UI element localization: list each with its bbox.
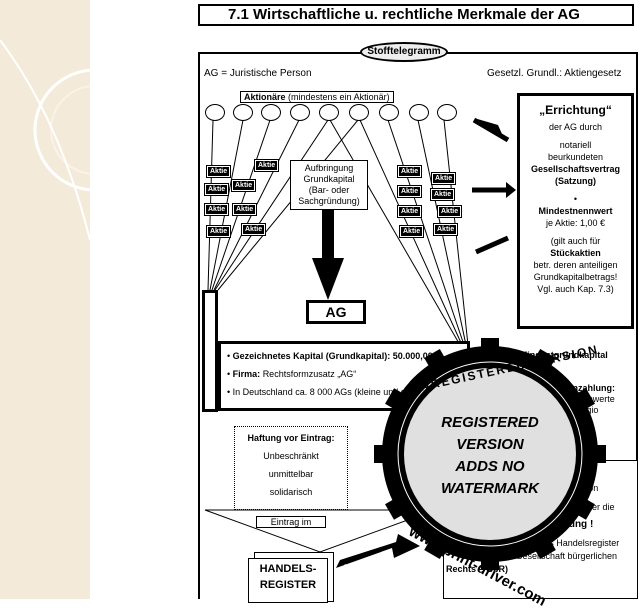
shareholder-oval [319, 104, 339, 121]
firm-label: Firma: [232, 369, 261, 379]
register-box: HANDELS- REGISTER [248, 558, 328, 603]
capital-label: Gezeichnetes Kapital (Grundkapital): [232, 351, 391, 361]
formation-note: Rechts – GbR) [446, 564, 509, 574]
shareholder-oval [205, 104, 225, 121]
par-value: je Aktie: 1,00 € [545, 218, 606, 228]
share-tag: Aktie [430, 172, 457, 185]
liability-box: Haftung vor Eintrag: Unbeschränkt unmitt… [234, 426, 348, 510]
register-line: HANDELS- [259, 563, 317, 575]
shareholder-oval [261, 104, 281, 121]
founding-heading: „Errichtung“ [539, 103, 612, 117]
badge: Stofftelegramm [360, 42, 448, 62]
founding-note: Vgl. auch Kap. 7.3) [537, 284, 614, 294]
share-tag: Aktie [240, 223, 267, 236]
capital-box: Aufbringung Grundkapital (Bar- oder Sach… [290, 160, 368, 210]
founding-line: notariell [559, 140, 592, 150]
share-tag: Aktie [396, 205, 423, 218]
share-tag: Aktie [203, 203, 230, 216]
watermark-line: ADDS NO [455, 458, 525, 475]
shareholder-oval [233, 104, 253, 121]
founding-note-bold: Stückaktien [550, 248, 601, 258]
capital-line: Grundkapital [303, 174, 355, 184]
fact-capital: • Gezeichnetes Kapital (Grundkapital): 5… [227, 351, 441, 361]
watermark-line: REGISTERED [441, 414, 539, 431]
ag-legal-label: AG = Juristische Person [204, 68, 312, 79]
founding-line: der AG durch [548, 122, 603, 132]
par-value-heading: Mindestnennwert [538, 206, 613, 216]
decorative-side-panel [0, 0, 90, 599]
share-tag: Aktie [429, 188, 456, 201]
founding-bold-line: Gesellschaftsvertrag [530, 164, 621, 174]
shareholders-note: (mindestens ein Aktionär) [288, 92, 390, 102]
shareholders-title: Aktionäre [244, 92, 286, 102]
page-title: 7.1 Wirtschaftliche u. rechtliche Merkma… [198, 4, 634, 26]
founding-note: Grundkapitalbetrags! [533, 272, 618, 282]
share-tag: Aktie [396, 165, 423, 178]
founding-bullet: • [573, 194, 578, 204]
founding-line: beurkundeten [547, 152, 604, 162]
watermark-line: VERSION [456, 436, 524, 453]
shareholder-oval [349, 104, 369, 121]
entry-label: Eintrag im [256, 516, 326, 528]
register-line: REGISTER [259, 579, 317, 591]
share-tag: Aktie [432, 223, 459, 236]
share-tag: Aktie [398, 225, 425, 238]
legal-basis-label: Gesetzl. Grundl.: Aktiengesetz [487, 68, 622, 79]
watermark-line: WATERMARK [440, 480, 540, 497]
shareholder-oval [379, 104, 399, 121]
watermark-text: REGISTERED VERSION ADDS NO WATERMARK [410, 412, 570, 500]
watermark-gear [374, 338, 606, 570]
fact-count: • In Deutschland ca. 8 000 AGs (kleine u… [227, 387, 428, 397]
capital-value: 50.000,00 € [392, 351, 441, 361]
shareholder-oval [290, 104, 310, 121]
firm-value: Rechtsformzusatz „AG“ [262, 369, 357, 379]
share-tag: Aktie [396, 185, 423, 198]
share-tag: Aktie [231, 203, 258, 216]
share-tag: Aktie [203, 183, 230, 196]
capital-line: Aufbringung [304, 163, 354, 173]
share-tag: Aktie [253, 159, 280, 172]
share-tag: Aktie [205, 165, 232, 178]
capital-line: (Bar- oder [308, 185, 350, 195]
min-capital: = Mindestgrundkapital [512, 350, 608, 360]
founding-box: „Errichtung“ der AG durch notariell beur… [517, 93, 634, 329]
liability-line: unmittelbar [268, 469, 314, 479]
shareholder-oval [409, 104, 429, 121]
shareholders-label: Aktionäre (mindestens ein Aktionär) [240, 91, 394, 103]
fact-firm: • Firma: Rechtsformzusatz „AG“ [227, 369, 357, 379]
decorative-curves [0, 39, 90, 241]
shares-bar [202, 290, 218, 412]
ag-count: In Deutschland ca. 8 000 AGs (kleine und… [232, 387, 428, 397]
liability-line: solidarisch [269, 487, 313, 497]
share-tag: Aktie [205, 225, 232, 238]
liability-heading: Haftung vor Eintrag: [247, 433, 335, 443]
ag-box: AG [306, 300, 366, 324]
liability-line: Unbeschränkt [263, 451, 319, 461]
founding-note: betr. deren anteiligen [533, 260, 618, 270]
share-tag: Aktie [436, 205, 463, 218]
shareholder-oval [437, 104, 457, 121]
founding-bold-line: (Satzung) [555, 176, 596, 186]
capital-line: Sachgründung) [298, 196, 360, 206]
share-tag: Aktie [230, 179, 257, 192]
founding-note: (gilt auch für [550, 236, 601, 246]
